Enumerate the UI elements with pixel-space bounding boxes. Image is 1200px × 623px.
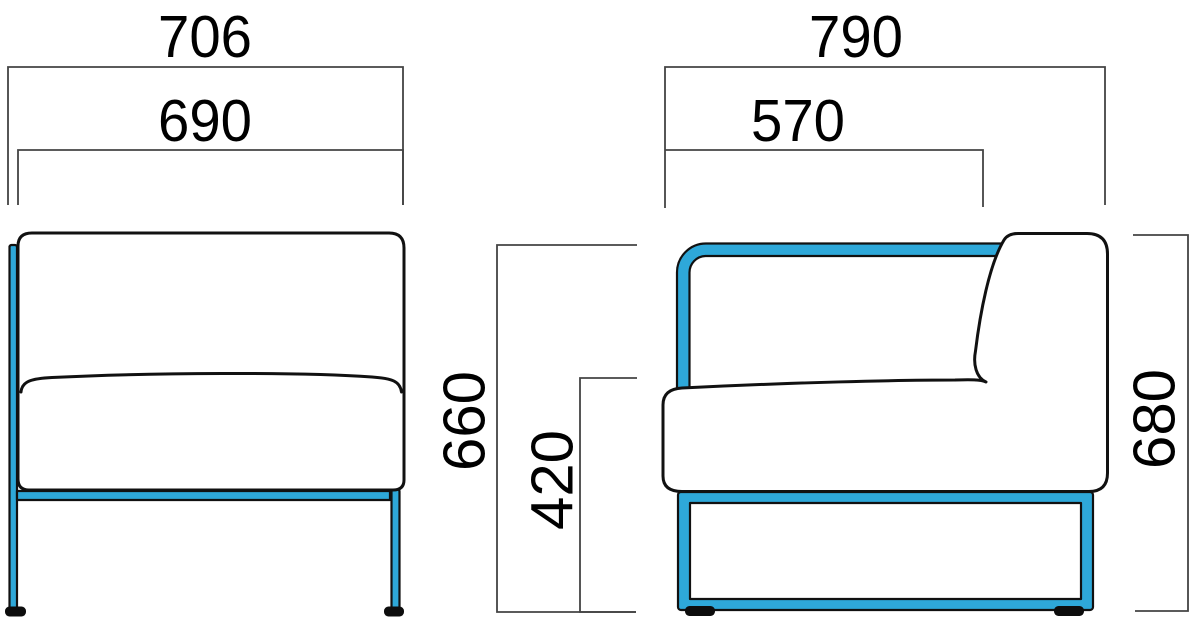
dim-side-overall-height: 680 (1122, 234, 1189, 612)
dim-label-420: 420 (520, 430, 586, 530)
dim-label-690: 690 (158, 88, 252, 154)
side-left-foot (685, 606, 715, 616)
dim-line (7, 66, 404, 205)
dim-line (1133, 234, 1189, 612)
dim-side-inner-depth: 570 (665, 88, 984, 207)
dimension-annotations: 706 690 660 420 790 570 680 (7, 4, 1189, 613)
dim-line (665, 149, 984, 207)
side-base-frame-opening (688, 501, 1083, 601)
dim-seat-height: 420 (520, 377, 637, 613)
dim-label-790: 790 (809, 4, 903, 70)
front-right-foot (384, 606, 404, 617)
dim-front-body-width: 690 (17, 88, 404, 205)
front-right-frame-leg (390, 488, 401, 613)
front-left-frame-leg (8, 243, 19, 613)
side-frame-tube (675, 242, 1008, 394)
front-body-cushion (16, 231, 406, 492)
dim-overall-height: 660 (432, 244, 637, 613)
dim-label-680: 680 (1122, 369, 1188, 469)
dim-front-overall-width: 706 (7, 4, 404, 205)
front-left-foot (5, 606, 26, 617)
side-seat-and-backrest-cushion (661, 232, 1109, 493)
dim-label-660: 660 (432, 371, 498, 471)
dim-line (579, 377, 637, 613)
dim-label-570: 570 (751, 88, 845, 154)
dim-label-706: 706 (158, 4, 252, 70)
dim-line (496, 244, 637, 613)
front-seat-divider-line (19, 372, 403, 394)
side-view (661, 232, 1109, 616)
side-right-foot (1054, 606, 1084, 616)
front-view (5, 231, 406, 617)
dim-side-overall-depth: 790 (664, 4, 1106, 208)
dim-line (664, 66, 1106, 208)
front-frame-rail (15, 489, 392, 502)
dim-line (17, 149, 404, 205)
